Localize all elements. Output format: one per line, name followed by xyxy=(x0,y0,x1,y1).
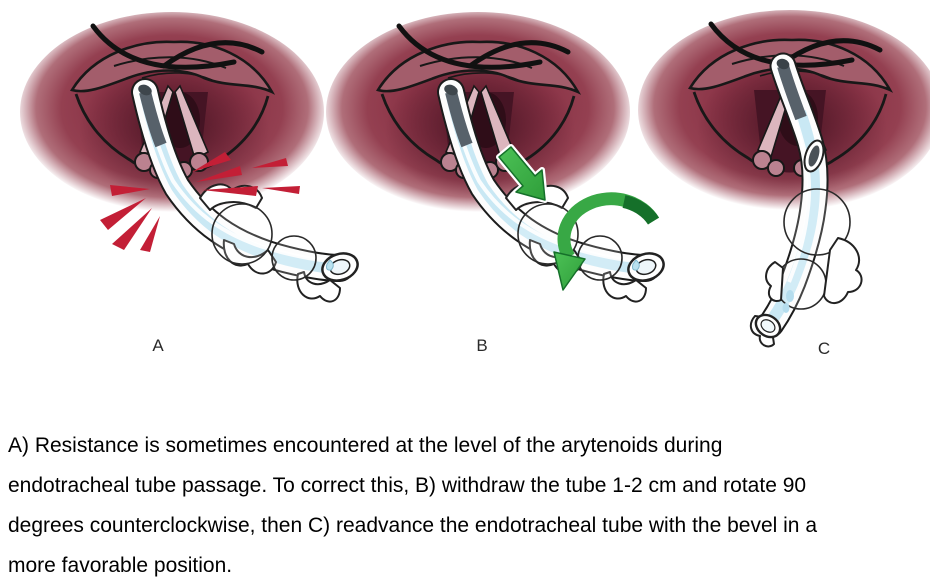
panel-b: B xyxy=(326,12,667,355)
panel-c: C xyxy=(638,10,930,358)
withdraw-arrow xyxy=(496,144,548,203)
caption-line: more favorable position. xyxy=(8,554,233,577)
rotate-arrow xyxy=(553,192,660,291)
caption-line: degrees counterclockwise, then C) readva… xyxy=(8,514,817,537)
caption-line: A) Resistance is sometimes encountered a… xyxy=(8,434,723,457)
panel-a: A xyxy=(20,12,361,355)
resistance-marks-left xyxy=(100,185,160,252)
larynx-view-c xyxy=(638,10,930,210)
panel-label-c: C xyxy=(818,339,830,358)
endotracheal-tube-c xyxy=(749,52,863,348)
murphy-eye xyxy=(803,139,825,173)
medical-figure: A B xyxy=(0,0,930,358)
figure-caption: A) Resistance is sometimes encountered a… xyxy=(0,402,930,586)
airway-illustration: A B xyxy=(0,0,930,358)
panel-label-b: B xyxy=(476,336,487,355)
caption-line: endotracheal tube passage. To correct th… xyxy=(8,474,807,497)
panel-label-a: A xyxy=(152,336,164,355)
resistance-marks-right xyxy=(192,152,300,196)
